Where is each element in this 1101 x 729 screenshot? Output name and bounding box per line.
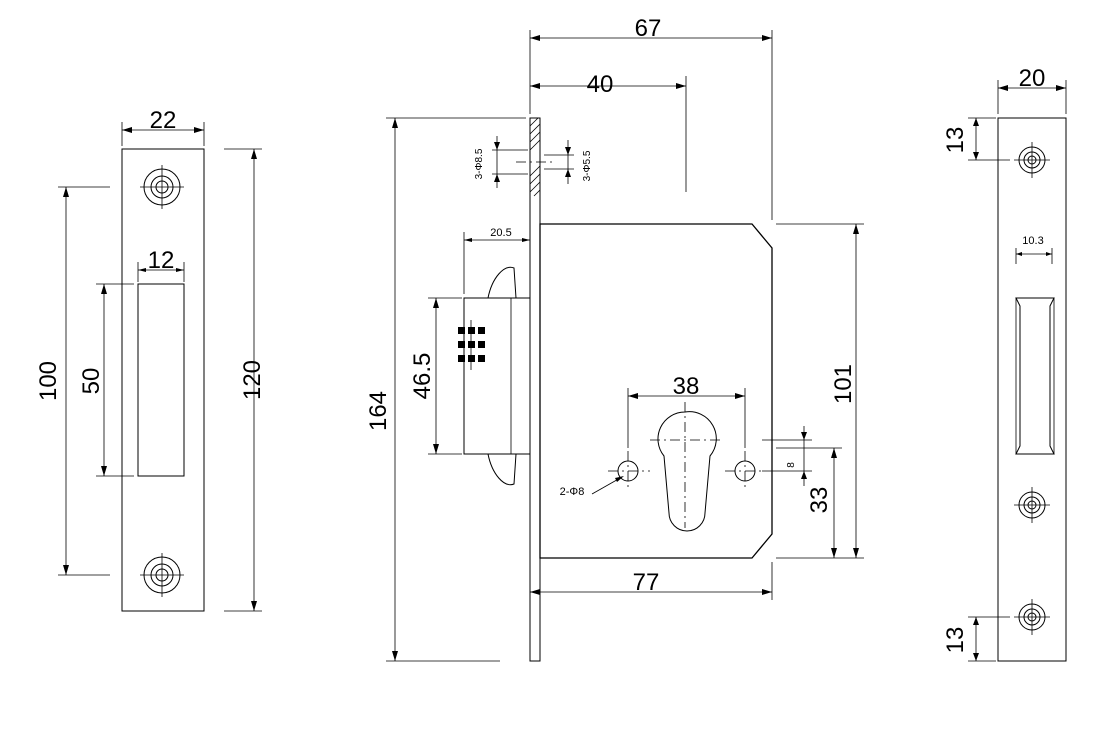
fixing-holes-callout: 2-Φ8 <box>560 476 624 498</box>
left-width-label: 22 <box>150 107 177 134</box>
latch-bolt-body <box>463 297 531 455</box>
case-width-label: 77 <box>633 569 660 596</box>
lock-body: 67 40 164 3-Φ8.5 <box>365 15 864 662</box>
cylinder-spacing-dimension: 38 <box>627 373 746 448</box>
cylinder-offset-label: 8 <box>786 462 797 468</box>
overall-depth-dimension: 67 <box>529 15 773 220</box>
lock-faceplate <box>529 117 541 662</box>
left-top-screw-icon <box>140 165 184 209</box>
case-width-dimension: 77 <box>530 562 773 600</box>
backset-label: 40 <box>587 71 614 98</box>
latch-top-curve <box>487 266 517 299</box>
case-height-dimension: 101 <box>776 223 864 559</box>
right-strike-plate: 20 13 10.3 13 <box>942 65 1067 662</box>
right-width-dimension: 20 <box>997 65 1067 114</box>
latch-roller-icon <box>458 320 485 370</box>
lock-height-label: 164 <box>365 391 392 431</box>
right-plate-outline <box>997 117 1067 662</box>
latch-bolt <box>458 266 531 486</box>
cylinder-cutout <box>650 402 722 532</box>
right-slot-width-label: 10.3 <box>1022 235 1043 247</box>
cylinder-spacing-label: 38 <box>673 373 700 400</box>
latch-bottom-curve <box>487 453 517 486</box>
left-height-label: 120 <box>239 360 266 400</box>
right-width-label: 20 <box>1019 65 1046 92</box>
right-top-margin-label: 13 <box>942 127 969 154</box>
cylinder-from-bottom-dimension: 33 <box>776 447 842 558</box>
lock-height-dimension: 164 <box>365 117 526 662</box>
left-plate-outline <box>121 148 205 612</box>
faceplate-holes-label: 3-Φ8.5 <box>474 148 485 179</box>
right-bottom-screw-icon <box>1014 599 1050 635</box>
left-fixing-hole-icon <box>608 451 650 491</box>
left-strike-plate: 22 12 100 50 <box>35 107 266 612</box>
left-width-dimension: 22 <box>121 107 205 146</box>
left-slot-height-dimension: 50 <box>78 283 134 477</box>
left-height-dimension: 120 <box>224 148 266 612</box>
cylinder-offset-dimension: 8 <box>762 426 812 486</box>
left-plate-slot <box>137 283 185 477</box>
cylinder-from-bottom-label: 33 <box>806 487 833 514</box>
latch-projection-dimension: 20.5 <box>463 227 530 294</box>
right-slot-width-dimension: 10.3 <box>1015 235 1053 264</box>
left-slot-width-dimension: 12 <box>137 247 185 282</box>
right-fixing-hole-icon <box>725 451 765 491</box>
cylinder-profile <box>657 411 717 532</box>
case-height-label: 101 <box>830 364 857 404</box>
right-top-screw-icon <box>1014 142 1050 178</box>
right-middle-screw-icon <box>1014 487 1050 523</box>
latch-projection-label: 20.5 <box>490 227 511 239</box>
left-screw-spacing-dimension: 100 <box>35 186 110 576</box>
backset-dimension: 40 <box>530 71 687 192</box>
faceplate-hatching <box>529 117 541 197</box>
latch-height-label: 46.5 <box>409 353 436 400</box>
right-plate-slot <box>1015 297 1055 455</box>
body-holes-label: 3-Φ5.5 <box>582 150 593 181</box>
body-holes-dimension: 3-Φ5.5 <box>544 140 593 184</box>
left-slot-width-label: 12 <box>148 247 175 274</box>
left-screw-spacing-label: 100 <box>35 361 62 401</box>
right-bottom-margin-dimension: 13 <box>942 616 1010 662</box>
faceplate-holes-dimension: 3-Φ8.5 <box>474 136 552 188</box>
left-slot-height-label: 50 <box>78 368 105 395</box>
right-bottom-margin-label: 13 <box>942 627 969 654</box>
left-bottom-screw-icon <box>140 553 184 597</box>
lock-case <box>539 223 773 559</box>
fixing-holes-label: 2-Φ8 <box>560 486 585 498</box>
latch-height-dimension: 46.5 <box>409 297 462 455</box>
overall-depth-label: 67 <box>635 15 662 42</box>
right-top-margin-dimension: 13 <box>942 117 1010 161</box>
